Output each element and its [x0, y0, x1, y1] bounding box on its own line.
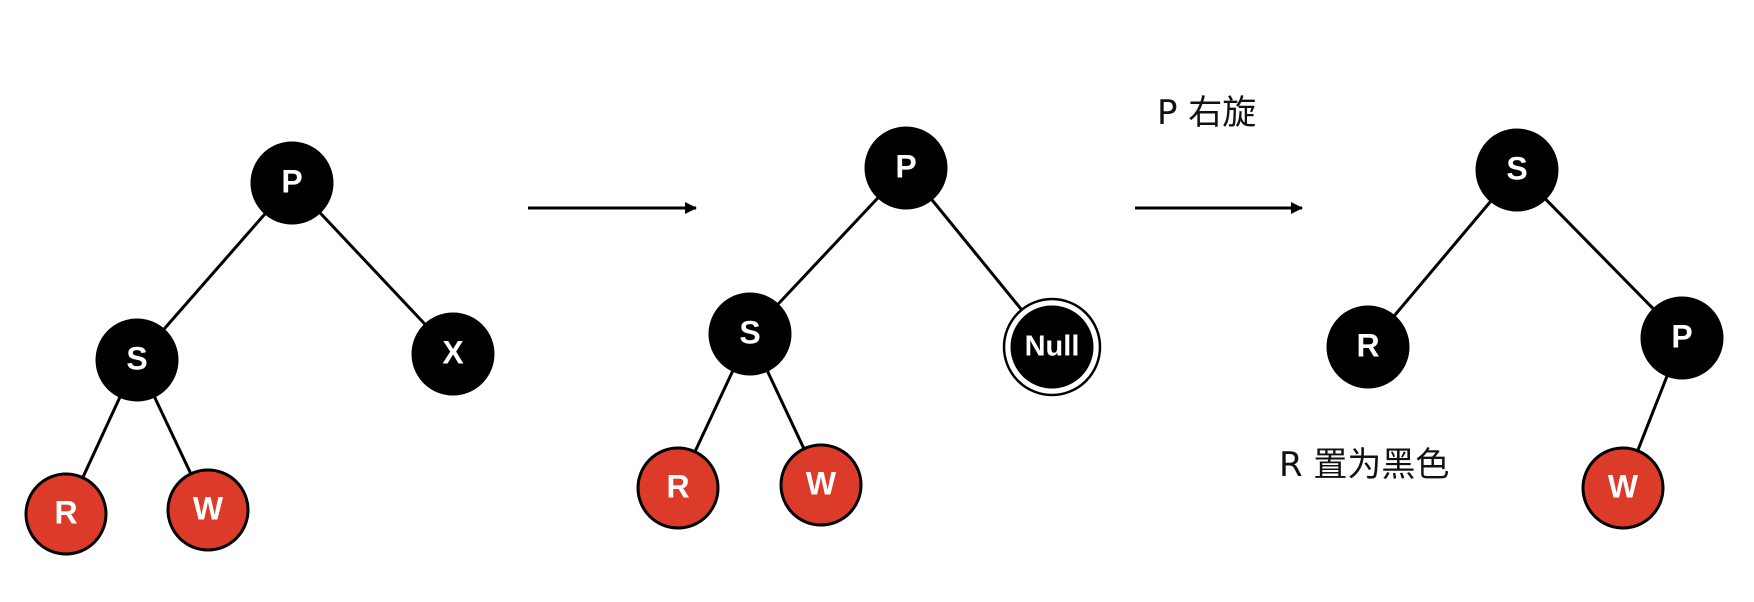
after-rotate-edge-s-r — [1392, 199, 1493, 318]
after-delete-node-s-label: S — [739, 314, 760, 350]
before-node-r-label: R — [54, 494, 77, 530]
before-node-w-label: W — [193, 490, 224, 526]
before-node-s-circle — [95, 318, 179, 402]
before-node-x: X — [411, 312, 495, 396]
after-delete-node-r-circle — [636, 446, 720, 530]
after-rotate-node-s-label: S — [1506, 150, 1527, 186]
after-delete-edge-s-w — [765, 369, 806, 450]
before-edge-p-x — [318, 211, 427, 326]
caption-rotate: P 右旋 — [1157, 93, 1256, 133]
after-delete-edge-p-null — [930, 198, 1028, 317]
before-node-w: W — [166, 468, 250, 552]
after-rotate-node-w: W — [1581, 446, 1665, 530]
after-delete-node-s: S — [708, 292, 792, 376]
before-node-p-circle — [250, 141, 334, 225]
after-delete-node-p-circle — [864, 126, 948, 210]
after-delete-edge-p-s — [776, 196, 880, 306]
after-rotate-node-s-circle — [1475, 128, 1559, 212]
after-rotate-edge-p-w — [1636, 374, 1669, 452]
after-delete-node-r-label: R — [666, 468, 689, 504]
before-node-s: S — [95, 318, 179, 402]
after-rotate-node-r-label: R — [1356, 327, 1379, 363]
before-node-p-label: P — [281, 163, 302, 199]
after-delete-node-r: R — [636, 446, 720, 530]
before-node-r-circle — [24, 472, 108, 556]
after-delete-node-p-label: P — [895, 148, 916, 184]
caption-recolor: R 置为黑色 — [1279, 445, 1449, 485]
before-edge-p-s — [162, 212, 267, 331]
after-delete-node-null: Null — [1002, 297, 1102, 397]
after-rotate-node-p: P — [1640, 296, 1724, 380]
after-rotate-node-r: R — [1326, 305, 1410, 389]
before-edge-s-w — [152, 395, 193, 475]
after-delete-node-s-circle — [708, 292, 792, 376]
after-delete-node-w: W — [779, 443, 863, 527]
edges-layer — [81, 196, 1669, 479]
after-delete-node-p: P — [864, 126, 948, 210]
after-delete-node-null-inner-circle — [1010, 305, 1094, 389]
before-node-x-circle — [411, 312, 495, 396]
before-node-p: P — [250, 141, 334, 225]
after-delete-node-w-circle — [779, 443, 863, 527]
before-node-s-label: S — [126, 340, 147, 376]
after-rotate-node-p-label: P — [1671, 318, 1692, 354]
before-node-w-circle — [166, 468, 250, 552]
before-node-r: R — [24, 472, 108, 556]
after-rotate-node-w-label: W — [1608, 468, 1639, 504]
after-delete-node-w-label: W — [806, 465, 837, 501]
after-delete-node-null-label: Null — [1025, 331, 1080, 363]
after-rotate-node-s: S — [1475, 128, 1559, 212]
after-rotate-edge-s-p — [1543, 197, 1656, 311]
after-delete-edge-s-r — [693, 369, 735, 453]
after-rotate-node-w-circle — [1581, 446, 1665, 530]
after-rotate-node-p-circle — [1640, 296, 1724, 380]
after-rotate-node-r-circle — [1326, 305, 1410, 389]
before-node-x-label: X — [442, 334, 464, 370]
before-edge-s-r — [81, 395, 122, 479]
